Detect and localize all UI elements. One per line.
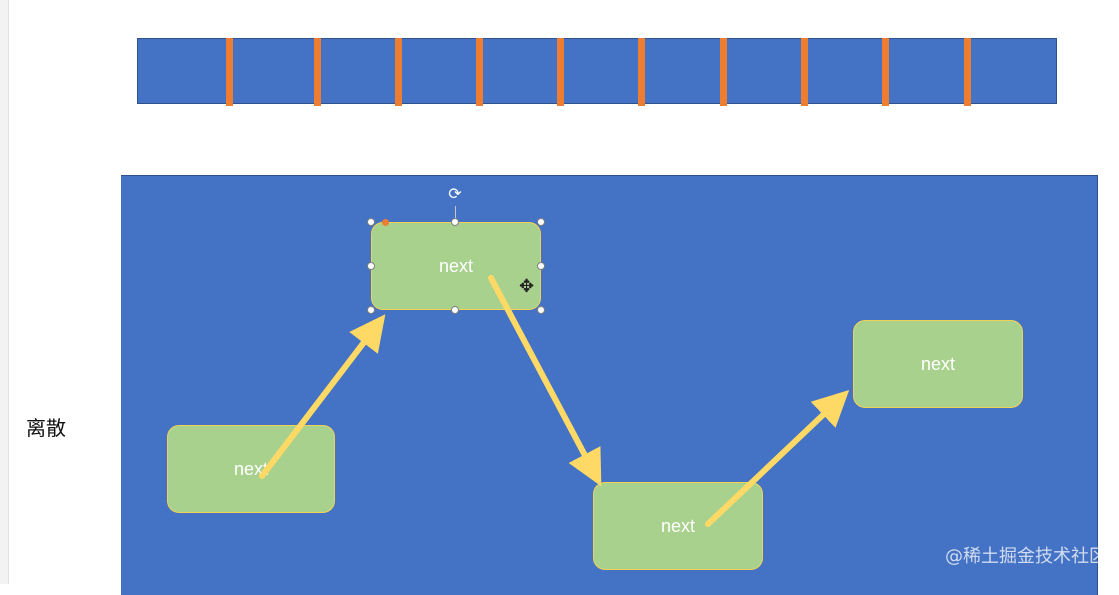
resize-handle[interactable] bbox=[367, 218, 375, 226]
array-divider bbox=[226, 38, 233, 106]
array-divider bbox=[476, 38, 483, 106]
linked-list-node[interactable]: next bbox=[593, 482, 763, 570]
array-divider bbox=[720, 38, 727, 106]
node-label: next bbox=[233, 458, 269, 479]
resize-handle[interactable] bbox=[451, 218, 459, 226]
array-divider bbox=[882, 38, 889, 106]
resize-handle[interactable] bbox=[537, 218, 545, 226]
array-divider bbox=[314, 38, 321, 106]
watermark: @稀土掘金技术社区 bbox=[945, 546, 1107, 567]
resize-handle[interactable] bbox=[367, 262, 375, 270]
node-label: next bbox=[920, 353, 956, 374]
move-cursor-icon: ✥ bbox=[519, 276, 535, 297]
rotate-stem bbox=[455, 206, 456, 218]
linked-list-node-selected[interactable]: next bbox=[371, 222, 541, 310]
array-divider bbox=[395, 38, 402, 106]
node-label: next bbox=[660, 515, 696, 536]
adjustment-handle[interactable] bbox=[382, 219, 389, 226]
side-label: 离散 bbox=[26, 416, 66, 440]
array-divider bbox=[964, 38, 971, 106]
resize-handle[interactable] bbox=[537, 262, 545, 270]
rotate-icon[interactable]: ⟳ bbox=[448, 184, 462, 203]
linked-list-node[interactable]: next bbox=[853, 320, 1023, 408]
resize-handle[interactable] bbox=[537, 306, 545, 314]
array-bar bbox=[137, 38, 1057, 106]
resize-handle[interactable] bbox=[451, 306, 459, 314]
node-label: next bbox=[438, 255, 474, 276]
array-divider bbox=[638, 38, 645, 106]
linked-list-node[interactable]: next bbox=[167, 425, 335, 513]
array-divider bbox=[801, 38, 808, 106]
resize-handle[interactable] bbox=[367, 306, 375, 314]
array-divider bbox=[557, 38, 564, 106]
left-edge bbox=[0, 0, 9, 584]
